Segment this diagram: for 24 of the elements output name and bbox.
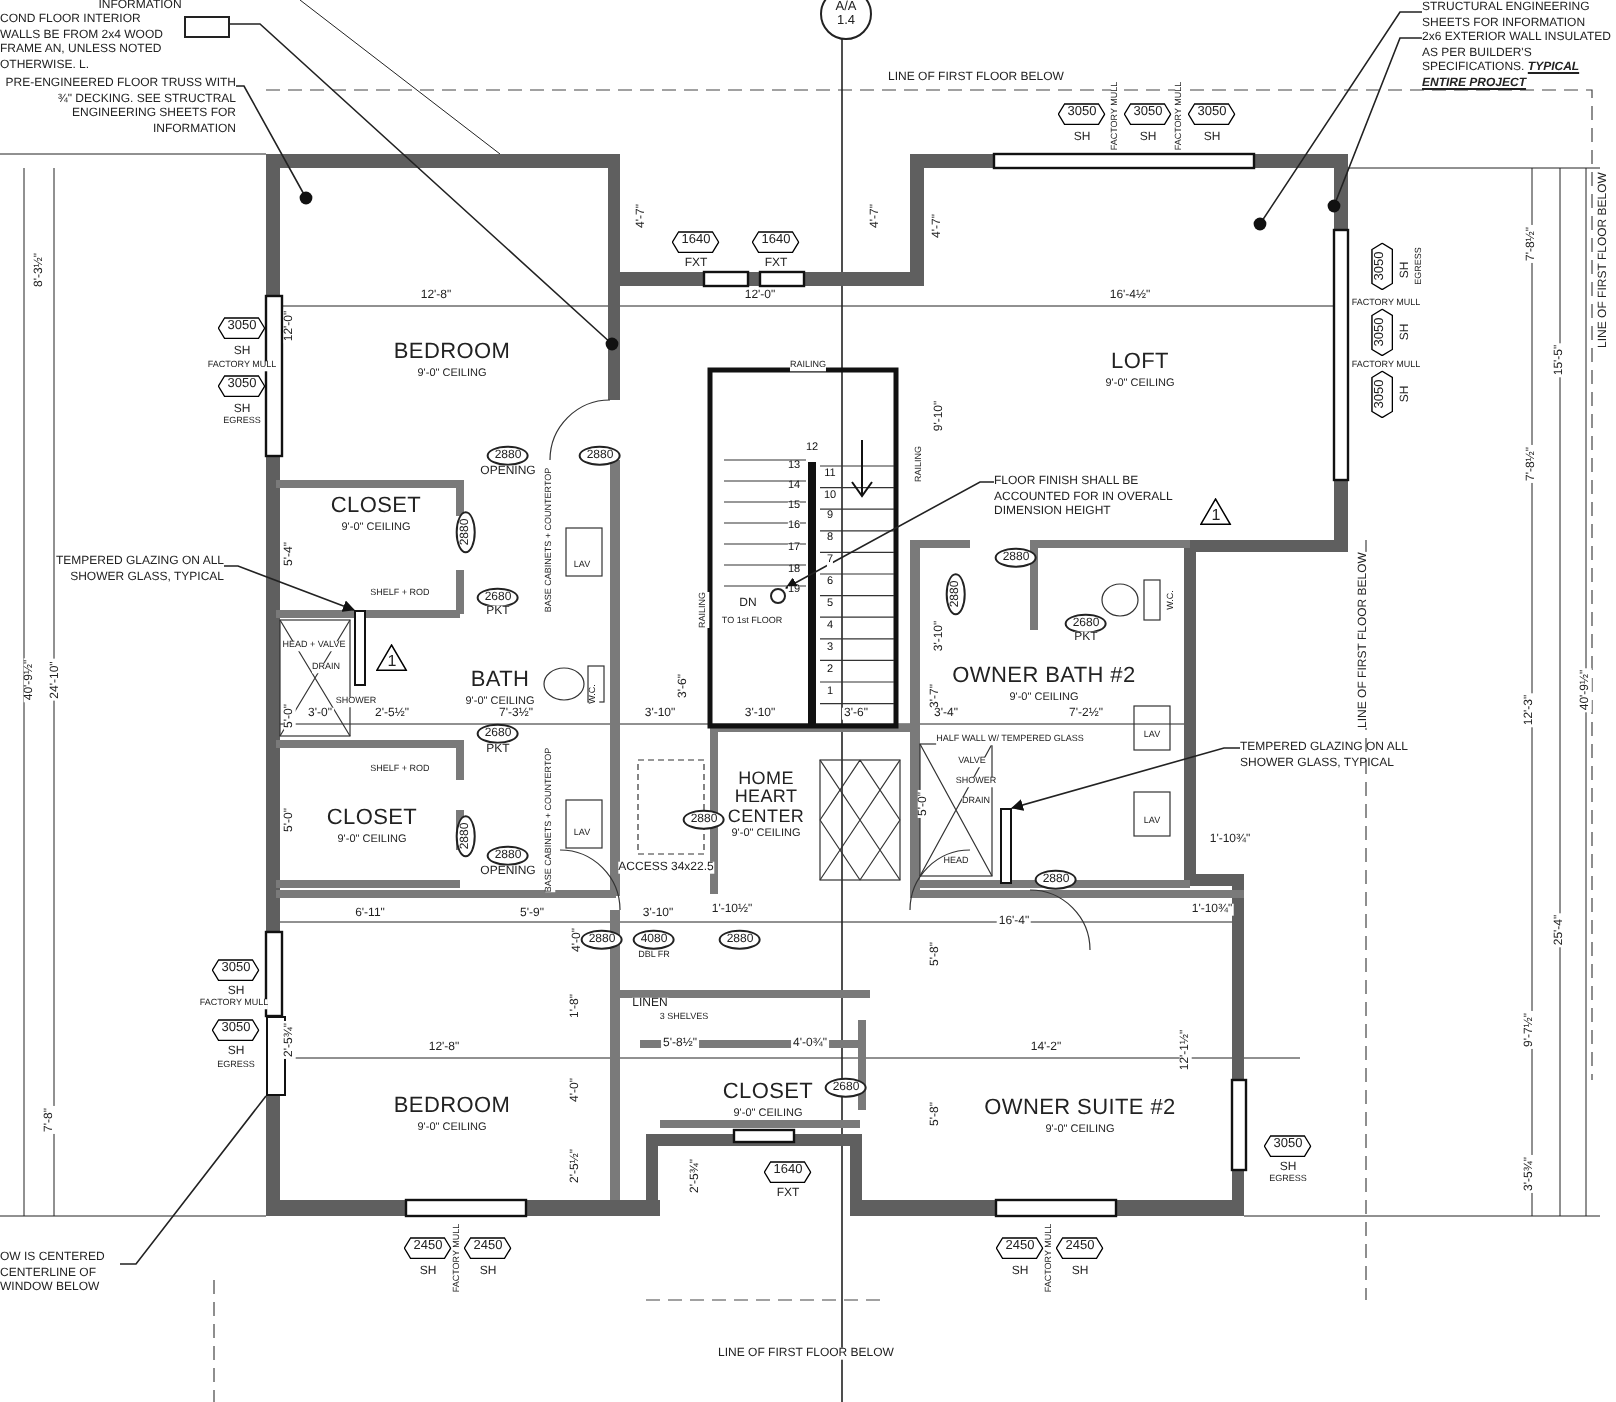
room-name: BEDROOM [393,1096,511,1120]
leader-line [223,565,355,612]
room-name: OWNER BATH #2 [952,666,1136,690]
leader-line [229,23,619,351]
room-name: BEDROOM [393,342,511,366]
room-name: CLOSET [330,496,422,520]
shower-glass [1000,808,1012,884]
window [266,1016,286,1096]
room-name: CLOSET [722,1082,814,1106]
room-name: CLOSET [326,808,418,832]
leader-line [1327,37,1423,213]
leader-line [1011,747,1241,811]
leader-line [1253,11,1423,231]
room-name: HOME HEART CENTER [725,770,807,827]
leader-line [119,1095,267,1265]
leader-line [785,481,995,589]
stair-start-circle [770,588,786,604]
room-name: LOFT [1111,352,1169,376]
room-name: OWNER SUITE #2 [984,1098,1176,1122]
note-box [184,16,230,38]
room-name: BATH [470,670,530,694]
shower-glass [354,610,366,686]
section-marker [820,0,872,40]
leader-line [235,85,313,205]
